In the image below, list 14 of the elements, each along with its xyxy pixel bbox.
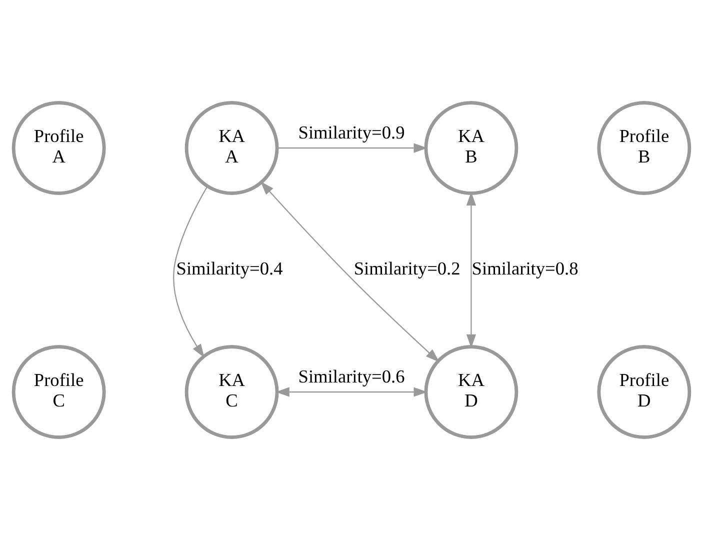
arrow [276, 142, 427, 152]
node-circle: KA B [424, 100, 518, 194]
node-circle: Profile A [11, 100, 106, 194]
edge-label: Similarity=0.9 [298, 122, 404, 142]
node-circle: KA C [184, 344, 278, 438]
edge-label: Similarity=0.6 [298, 366, 404, 386]
node-circle: Profile D [596, 344, 691, 438]
edge-label: Similarity=0.2 [353, 258, 460, 278]
arrow [260, 180, 439, 362]
node-circle: Profile C [11, 344, 106, 438]
arrow [172, 186, 208, 358]
edge-label: Similarity=0.8 [471, 258, 578, 278]
node-circle: Profile B [596, 100, 691, 194]
edge-label: Similarity=0.4 [176, 258, 282, 278]
